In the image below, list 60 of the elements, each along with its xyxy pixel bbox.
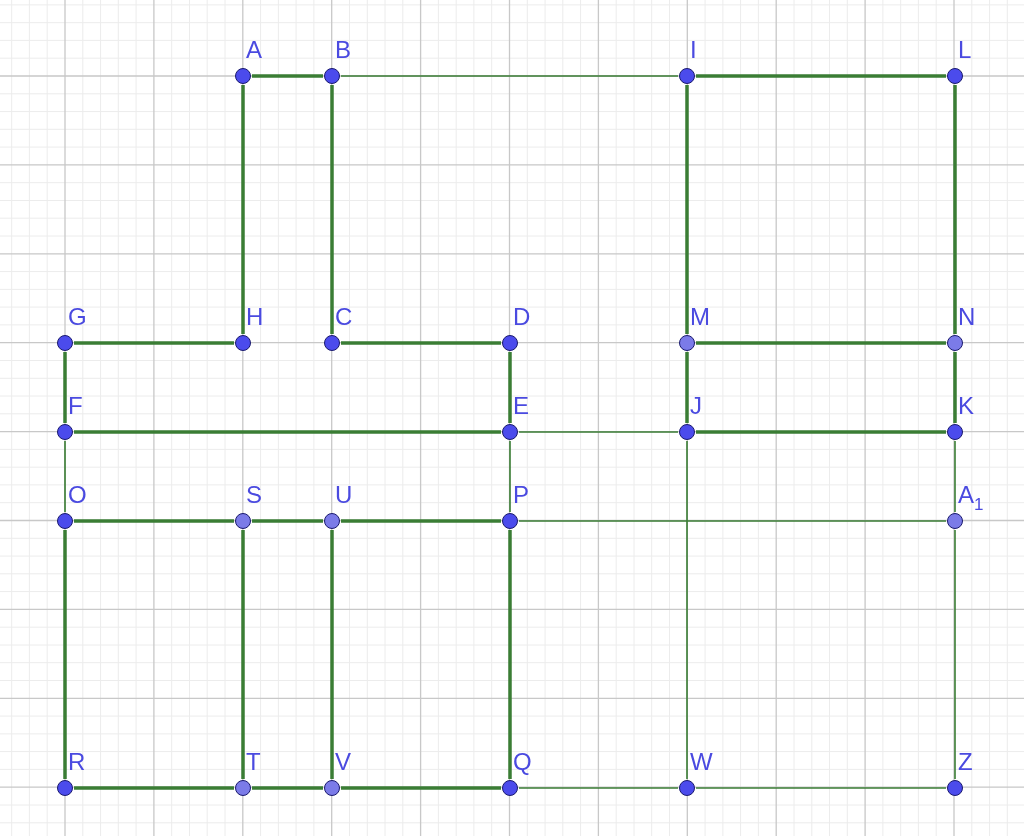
point-label: M bbox=[690, 304, 710, 330]
line-segment bbox=[341, 519, 501, 523]
line-segment bbox=[696, 341, 946, 345]
line-segment bbox=[518, 431, 679, 433]
point-label: O bbox=[68, 482, 87, 508]
line-segment bbox=[954, 529, 956, 780]
point-label: W bbox=[690, 749, 713, 775]
line-segment bbox=[74, 519, 234, 523]
line-segment bbox=[696, 430, 946, 434]
line-segment bbox=[252, 74, 323, 78]
line-segment bbox=[252, 519, 323, 523]
line-segment bbox=[696, 74, 946, 78]
point-label: E bbox=[513, 393, 529, 419]
point-label: A bbox=[246, 37, 262, 63]
line-segment bbox=[74, 341, 234, 345]
point-label: F bbox=[68, 393, 83, 419]
point-label: L bbox=[958, 37, 972, 63]
line-segment bbox=[508, 352, 512, 423]
line-segment bbox=[695, 787, 947, 789]
point-label: S bbox=[246, 482, 262, 508]
line-segment bbox=[252, 786, 323, 790]
point-label: Z bbox=[958, 749, 973, 775]
point-label: G bbox=[68, 304, 87, 330]
point-label: I bbox=[690, 37, 697, 63]
point-label: P bbox=[513, 482, 529, 508]
line-segment bbox=[686, 440, 688, 780]
point-label: A$_{1}$ bbox=[958, 482, 984, 516]
point-label: N bbox=[958, 304, 976, 330]
line-segment bbox=[330, 530, 334, 779]
line-segment bbox=[340, 75, 679, 77]
line-segment bbox=[241, 530, 245, 779]
line-segment bbox=[74, 786, 234, 790]
point-label: R bbox=[68, 749, 86, 775]
point-label: Q bbox=[513, 749, 532, 775]
line-segment bbox=[63, 352, 67, 423]
line-segment bbox=[685, 85, 689, 334]
line-segment bbox=[508, 530, 512, 779]
line-segment bbox=[953, 85, 957, 334]
line-segment bbox=[518, 520, 947, 522]
line-segment bbox=[954, 440, 956, 513]
point-label: C bbox=[335, 304, 353, 330]
line-segment bbox=[509, 440, 511, 513]
point-label: D bbox=[513, 304, 531, 330]
point-label: U bbox=[335, 482, 353, 508]
point-label: K bbox=[958, 393, 974, 419]
line-segment bbox=[518, 787, 679, 789]
line-segment bbox=[341, 786, 501, 790]
point-label: B bbox=[335, 37, 351, 63]
line-segment bbox=[63, 530, 67, 779]
point-label: J bbox=[690, 393, 702, 419]
line-segment bbox=[953, 352, 957, 423]
line-segment bbox=[74, 430, 501, 434]
line-segment bbox=[64, 440, 66, 513]
line-segment bbox=[241, 85, 245, 334]
point-label: V bbox=[335, 749, 351, 775]
point-label: H bbox=[246, 304, 264, 330]
point-label: T bbox=[246, 749, 261, 775]
line-segment bbox=[341, 341, 501, 345]
line-segment bbox=[685, 352, 689, 423]
line-segment bbox=[330, 85, 334, 334]
